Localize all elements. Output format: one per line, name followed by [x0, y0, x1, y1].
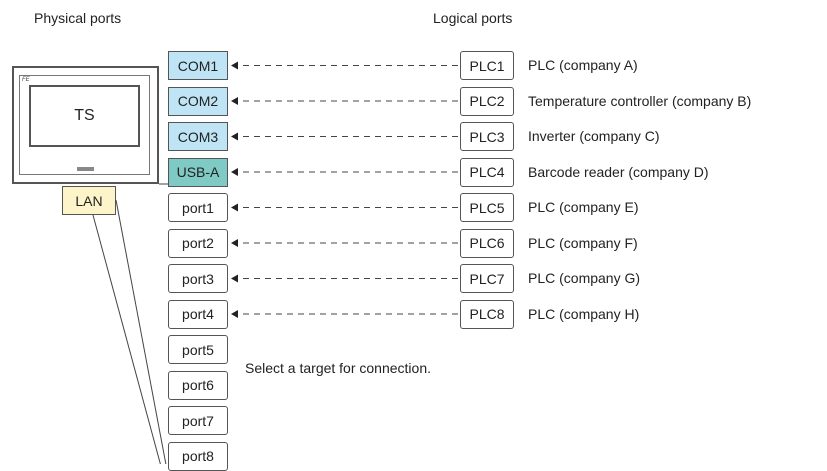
- connection-note: Select a target for connection.: [245, 360, 431, 376]
- physical-port-com1[interactable]: COM1: [168, 51, 228, 80]
- logical-port-description: Temperature controller (company B): [528, 92, 752, 109]
- ts-logo: FE: [22, 77, 30, 83]
- physical-ports-header: Physical ports: [34, 10, 122, 26]
- logical-port-label: PLC6: [469, 235, 505, 251]
- physical-port-label: USB-A: [176, 164, 220, 180]
- physical-port-label: COM3: [177, 128, 219, 145]
- physical-port-label: port4: [182, 306, 214, 322]
- logical-port-description: PLC (company E): [528, 199, 639, 215]
- logical-port-description: PLC (company H): [528, 305, 640, 322]
- logical-port-plc2[interactable]: PLC2: [460, 86, 514, 116]
- logical-port-description: PLC (company A): [528, 57, 638, 73]
- physical-port-port4[interactable]: port4: [168, 299, 228, 329]
- logical-port-description: PLC (company G): [528, 270, 641, 286]
- logical-port-description: Inverter (company C): [528, 128, 660, 144]
- logical-port-plc3[interactable]: PLC3: [460, 122, 514, 151]
- physical-port-port5[interactable]: port5: [168, 335, 228, 364]
- physical-port-label: port5: [182, 341, 214, 358]
- arrow-left-icon: [231, 203, 238, 212]
- logical-port-label: PLC4: [469, 164, 505, 180]
- physical-port-com3[interactable]: COM3: [168, 122, 228, 151]
- arrow-left-icon: [231, 61, 238, 70]
- physical-port-port2[interactable]: port2: [168, 228, 228, 258]
- logical-port-description: PLC (company F): [528, 234, 638, 251]
- physical-port-port3[interactable]: port3: [168, 264, 228, 293]
- lan-to-port8-line: [92, 214, 161, 464]
- physical-port-label: port1: [182, 199, 214, 216]
- physical-port-usb-a[interactable]: USB-A: [168, 157, 228, 187]
- physical-port-com2[interactable]: COM2: [168, 86, 228, 116]
- physical-port-label: COM2: [177, 93, 219, 109]
- logical-port-label: PLC7: [469, 270, 505, 287]
- ts-badge-icon: [77, 167, 94, 171]
- physical-port-label: port8: [182, 448, 214, 464]
- physical-port-port8[interactable]: port8: [168, 441, 228, 471]
- physical-port-label: port3: [182, 270, 214, 287]
- lan-label: LAN: [75, 192, 103, 209]
- ts-screen: TS: [29, 85, 140, 147]
- logical-port-description: Barcode reader (company D): [528, 163, 709, 180]
- arrow-left-icon: [231, 310, 238, 318]
- arrow-left-icon: [231, 97, 238, 105]
- lan-bus-line: [115, 199, 167, 464]
- logical-port-plc1[interactable]: PLC1: [460, 51, 514, 80]
- physical-port-port7[interactable]: port7: [168, 406, 228, 435]
- ts-label: TS: [74, 107, 95, 124]
- lan-port: LAN: [62, 186, 116, 215]
- logical-port-label: PLC5: [469, 199, 505, 216]
- arrow-left-icon: [231, 274, 238, 283]
- arrow-left-icon: [231, 239, 238, 247]
- physical-port-label: COM1: [177, 57, 219, 74]
- logical-port-plc8[interactable]: PLC8: [460, 299, 514, 329]
- physical-port-port6[interactable]: port6: [168, 370, 228, 400]
- logical-port-plc5[interactable]: PLC5: [460, 193, 514, 222]
- arrow-left-icon: [231, 168, 238, 176]
- logical-ports-header: Logical ports: [433, 10, 513, 26]
- logical-port-label: PLC3: [469, 128, 505, 145]
- logical-port-plc4[interactable]: PLC4: [460, 157, 514, 187]
- logical-port-label: PLC1: [469, 57, 505, 74]
- physical-port-label: port7: [182, 412, 214, 429]
- logical-port-plc7[interactable]: PLC7: [460, 264, 514, 293]
- logical-port-plc6[interactable]: PLC6: [460, 228, 514, 258]
- arrow-left-icon: [231, 132, 238, 141]
- logical-port-label: PLC8: [469, 306, 505, 322]
- physical-port-label: port6: [182, 377, 214, 393]
- physical-port-label: port2: [182, 235, 214, 251]
- logical-port-label: PLC2: [469, 93, 505, 109]
- physical-port-port1[interactable]: port1: [168, 193, 228, 222]
